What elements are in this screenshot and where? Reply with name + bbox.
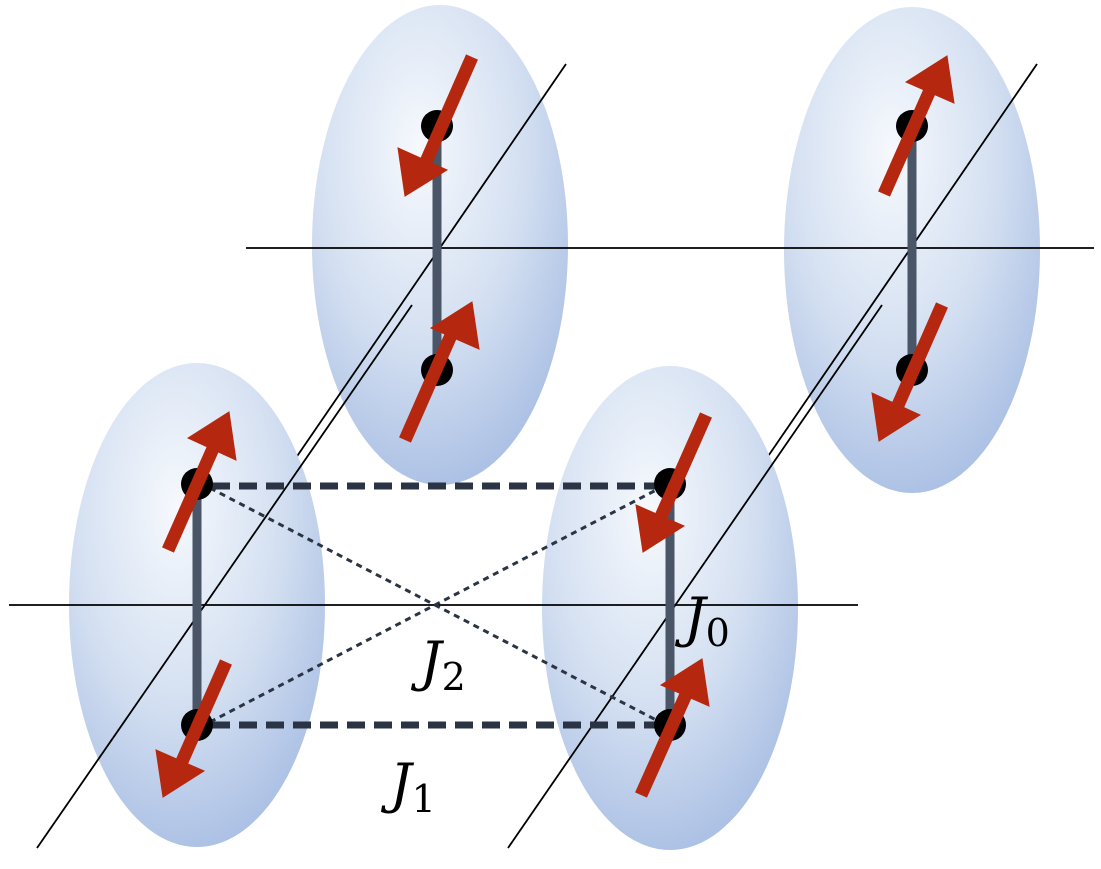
axis-diagonal-lower-left (36, 304, 413, 849)
lower-plane: J0 J2 J1 (9, 304, 883, 850)
coupling-j2-diagonal-b (209, 486, 661, 724)
upper-plane (192, 5, 1094, 609)
spin-arrow-up-icon (162, 411, 237, 553)
spin-arrow-up-icon (399, 301, 480, 443)
spin-arrow-down-icon (635, 412, 712, 553)
label-j1: J1 (380, 752, 436, 821)
spin-arrow-down-icon (397, 54, 478, 197)
spin-arrow-up-icon (635, 658, 710, 798)
spin-arrow-down-icon (871, 302, 948, 442)
axis-diagonal-lower-right (507, 304, 883, 849)
spin-arrow-down-icon (155, 659, 232, 798)
spin-arrow-up-icon (878, 55, 955, 197)
label-j2: J2 (410, 630, 466, 699)
